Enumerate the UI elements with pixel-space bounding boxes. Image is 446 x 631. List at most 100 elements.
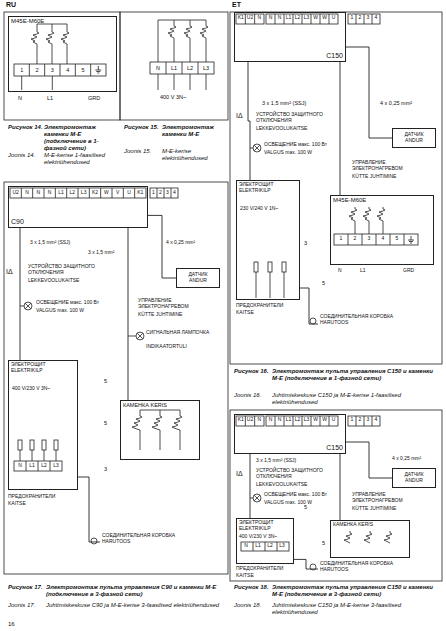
wire	[369, 221, 370, 234]
wire	[20, 306, 24, 307]
terminal-divider	[362, 234, 363, 245]
terminal-divider	[329, 14, 330, 24]
terminal-divider	[284, 416, 285, 426]
terminal-label: N	[258, 15, 262, 21]
terminal-divider	[320, 416, 321, 426]
label: УПРАВЛЕНИЕ ЭЛЕКТРОНАГРЕВОМ	[352, 160, 434, 172]
terminal-strip	[266, 416, 338, 426]
wire	[37, 24, 38, 30]
figure-frame	[4, 12, 120, 120]
component-box: M45E-M60E	[8, 16, 117, 92]
label: 16	[8, 621, 15, 628]
terminal-strip	[266, 14, 338, 24]
terminal-divider	[376, 234, 377, 245]
terminal-label: W	[322, 417, 327, 423]
ground-symbol	[408, 240, 414, 241]
component-box: ЭЛЕКТРОЩИТ ELEKTRIKILP	[236, 180, 300, 300]
wire	[190, 20, 191, 24]
caption-text: ET	[232, 1, 241, 9]
terminal-label: L2	[187, 65, 193, 71]
component-box: C90	[8, 186, 148, 228]
label: 4 x 0,25 mm²	[380, 100, 412, 106]
caption-text: Joonis 16.	[234, 392, 272, 399]
cable-line	[250, 454, 251, 518]
caption-text: Электромонтаж пульта управления C90 и ка…	[46, 584, 222, 598]
terminal-strip	[241, 542, 289, 551]
label: 3 x 1,5 mm² (SSJ)	[262, 100, 306, 106]
fuse-symbol	[282, 262, 286, 272]
terminal-label: 1	[351, 417, 354, 423]
terminal-label: L2	[70, 190, 76, 196]
supply-wire	[206, 74, 207, 90]
cable-line	[340, 62, 341, 195]
label: GRD	[88, 95, 100, 101]
label: LEKKEVOOLUKAITSE	[28, 278, 79, 284]
terminal-label: 3	[367, 15, 370, 21]
lamp-symbol	[25, 303, 31, 309]
box-text: C150	[326, 444, 343, 452]
terminal-divider	[90, 64, 91, 76]
label: LEKKEVOOLUKAITSE	[256, 126, 307, 132]
cable-line	[148, 215, 176, 278]
fuse-symbol	[18, 440, 22, 450]
terminal-label: 2	[35, 67, 38, 73]
terminal-divider	[245, 14, 246, 24]
box-text: ЭЛЕКТРОЩИТ ELEKTRIKILP	[239, 520, 291, 532]
terminal-label: N	[48, 190, 52, 196]
caption-text: Электромонтаж каменки M-E (подключение в…	[44, 124, 118, 152]
ground-symbol	[97, 73, 99, 74]
terminal-label: N	[278, 417, 282, 423]
terminal-divider	[364, 416, 365, 426]
label: УПРАВЛЕНИЕ ЭЛЕКТРОНАГРЕВОМ	[138, 298, 222, 310]
terminal-label: N	[156, 65, 160, 71]
heating-element	[344, 531, 352, 543]
label: 5	[322, 280, 325, 286]
component-box: СОЕДИНИТЕЛЬНАЯ КОРОБКА HARUTOOS	[318, 560, 408, 578]
wire	[32, 450, 33, 461]
fuse-symbol	[254, 262, 258, 272]
terminal-divider	[29, 64, 30, 76]
label: УСТРОЙСТВО ЗАЩИТНОГО ОТКЛЮЧЕНИЯ	[256, 468, 336, 480]
terminal-label: N	[269, 417, 273, 423]
lamp-symbol	[253, 144, 261, 152]
terminal-label: N	[278, 15, 282, 21]
figure-frame	[120, 12, 228, 120]
label: IΔ	[6, 268, 13, 276]
terminal-divider	[311, 14, 312, 24]
terminal-divider	[275, 14, 276, 24]
terminal-divider	[275, 416, 276, 426]
supply-wire	[174, 74, 175, 90]
terminal-divider	[50, 461, 51, 471]
wire	[20, 450, 21, 461]
cable-line	[300, 288, 318, 324]
component-box: ДАТЧИК ANDUR	[392, 468, 436, 488]
terminal-label: U	[127, 190, 131, 196]
caption-text: Рисунок 14.	[8, 124, 44, 131]
ground-symbol	[409, 241, 413, 242]
caption-text: Рисунок 17.	[8, 584, 46, 591]
box-text: M45E-M60E	[11, 18, 44, 25]
terminal-label: 4	[173, 190, 176, 196]
label: ПРЕДОХРАНИТЕЛИ	[8, 494, 55, 500]
caption-text: Joonis 18.	[234, 602, 272, 609]
ground-symbol	[410, 243, 412, 244]
label: СИГНАЛЬНАЯ ЛАМПОЧКА	[146, 330, 224, 336]
supply-wire	[190, 74, 191, 90]
terminal-label: 4	[375, 15, 378, 21]
terminal-strip	[150, 62, 214, 74]
terminal-label: U	[332, 417, 336, 423]
label: N	[18, 95, 22, 101]
heating-element	[363, 207, 371, 221]
wire	[56, 450, 57, 461]
terminal-label: 1	[340, 236, 343, 242]
terminal-divider	[277, 542, 278, 551]
terminal-divider	[372, 14, 373, 24]
terminal-divider	[254, 416, 255, 426]
terminal-label: L1	[255, 543, 261, 549]
terminal-label: 2	[359, 15, 362, 21]
heating-element	[152, 414, 162, 430]
terminal-label: L3	[53, 463, 59, 469]
lamp-symbol	[136, 332, 144, 340]
terminal-label: L1	[286, 15, 292, 21]
